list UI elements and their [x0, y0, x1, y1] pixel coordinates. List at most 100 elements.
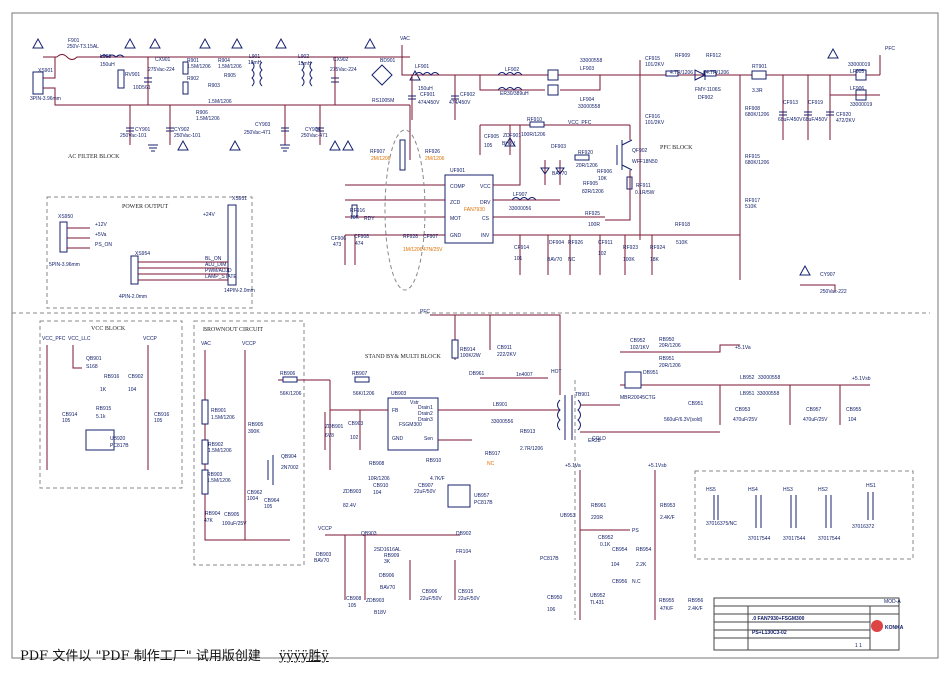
cb952b-value: 0.1K	[600, 542, 611, 548]
cb908-ref: CB908	[346, 596, 362, 602]
cf906-ref: CF906	[331, 236, 346, 242]
lf905-ref: LF905	[850, 69, 864, 75]
ub903-pin-gnd: GND	[392, 436, 404, 442]
rf920-value: 20R/1206	[576, 163, 598, 169]
rf926b-value: NC	[568, 257, 576, 263]
brownout-block-label: BROWNOUT CIRCUIT	[203, 327, 263, 333]
df903-ref: DF903	[551, 144, 566, 150]
net-51vsb-fb: +5.1Vsb	[648, 463, 667, 469]
rb916-value: 1K	[100, 387, 107, 393]
rf928-value: 1M/1206	[403, 247, 423, 253]
uf901-value: FAN7930	[464, 207, 485, 213]
pdf-watermark: PDF 文件以 "PDF 制作工厂" 试用版创建 ÿÿÿÿ胜ÿ	[20, 645, 329, 664]
lf903-value: 33000558	[580, 58, 602, 64]
rf925-ref: RF925	[585, 211, 600, 217]
lf901-ref: LF901	[415, 64, 429, 70]
cb906-value: 22uF/50V	[420, 596, 442, 602]
cb956-ref: CB956	[612, 579, 628, 585]
rb914-value: 100K/2W	[460, 353, 481, 359]
uf901-pin-comp: COMP	[450, 184, 466, 190]
ub952-ref: UB952	[590, 593, 606, 599]
zdb903-value: 82.4V	[343, 503, 357, 509]
cb962-value: 1004	[247, 496, 258, 502]
mosfet-qb904	[267, 455, 274, 485]
lf902-ref: LF902	[505, 67, 519, 73]
db906-value: BAV70	[380, 585, 395, 591]
rf926-value: 2M/1206	[425, 156, 445, 162]
hs4-value: 37017544	[748, 536, 770, 542]
cb916-ref: CB916	[154, 412, 170, 418]
rb951-value: 20R/1206	[659, 363, 681, 369]
rb917-value: NC	[487, 461, 495, 467]
title-pages: 1 1	[855, 643, 862, 649]
uf901-pin-gnd: GND	[450, 233, 462, 239]
uf901-pin-mot: MOT	[450, 216, 461, 222]
cb908-value: 105	[348, 603, 357, 609]
qb901-value: S168	[86, 364, 98, 370]
zdf901-ref: ZDF901	[503, 133, 521, 139]
brownout-section: BROWNOUT CIRCUIT VAC VCCP RB901 1.5M/120…	[193, 320, 330, 566]
qb904-ref: QB904	[281, 454, 297, 460]
rf916-ref: RF916	[350, 208, 365, 214]
ub903-pin-drain2: Drain2	[418, 411, 433, 417]
lb901-ref: LB901	[493, 402, 508, 408]
lf906-value: 33000019	[850, 102, 872, 108]
rb961-value: 220R	[591, 515, 603, 521]
transformer-tb901	[564, 395, 573, 440]
xs901-value: 3PIN-3.96mm	[30, 96, 61, 102]
net-51vsb: +5.1Vsb	[852, 376, 871, 382]
rb901-value: 1.5M/1206	[211, 415, 235, 421]
cf920-value: 472/2KV	[836, 118, 856, 124]
l902-value: 15mH	[298, 61, 312, 67]
rb951-ref: RB951	[659, 356, 675, 362]
cb957-ref: CB957	[806, 407, 822, 413]
watermark-link[interactable]: ÿÿÿÿ胜ÿ	[279, 649, 329, 664]
r906-value: 1.5M/1206	[196, 116, 220, 122]
cb957-value: 470uF/25V	[803, 417, 828, 423]
db903-ref: DB903	[316, 552, 332, 558]
rb956-ref: RB956	[688, 598, 704, 604]
l901-ref: L901	[249, 54, 260, 60]
cb903-value: 102	[350, 435, 359, 441]
l901-value: 18mH	[248, 60, 262, 66]
power-output-block-label: POWER OUTPUT	[122, 204, 169, 210]
ub903-pin-drain3: Drain3	[418, 417, 433, 423]
rf908-value: 680K/1206	[745, 112, 769, 118]
rv901-ref: RV901	[125, 72, 140, 78]
zdb901-ref: ZDB901	[325, 424, 344, 430]
cf901-ref: CF901	[420, 92, 435, 98]
rf911-value: 0.1R/5W	[635, 190, 655, 196]
cb910-value: 104	[373, 490, 382, 496]
net-rdy: RDY	[364, 216, 375, 222]
uf901-pin-vcc: VCC	[480, 184, 491, 190]
cf901-value: 474/450V	[418, 100, 440, 106]
cy903-ref: CY903	[255, 122, 271, 128]
r904-value: 1.5M/1206	[218, 64, 242, 70]
pin-bl-on: BL_ON	[205, 256, 222, 262]
cb950-ref: CB950	[547, 595, 563, 601]
cf916-value: 101/2KV	[645, 120, 665, 126]
cf905-value: 105	[484, 143, 493, 149]
rb904-value: 47K	[204, 518, 214, 524]
rt901-ref: RT901	[752, 64, 767, 70]
uf901-pin-cs: CS	[482, 216, 490, 222]
lb951-ref: LB951	[740, 391, 755, 397]
cb954-value: 104	[611, 562, 620, 568]
uf901-ref: UF901	[450, 168, 465, 174]
db961-ref: DB961	[469, 371, 485, 377]
df902-ref: DF902	[698, 95, 713, 101]
cf911-value: 102	[598, 251, 607, 257]
rf906-value: 10K	[598, 176, 608, 182]
hs2-ref: HS2	[818, 487, 828, 493]
mosfet-qf902	[616, 139, 633, 171]
net-51va: +5.1Va	[735, 345, 751, 351]
xs954-value: 4PIN-2.0mm	[119, 294, 147, 300]
f901-value: 250V-T3.15AL	[67, 44, 99, 50]
cb952-ref: CB952	[630, 338, 646, 344]
title-model1: .0 FAN7930+FSGM300	[752, 616, 805, 622]
secondary-section: CB952 102/1KV RB950 20R/1206 RB951 20R/1…	[540, 337, 871, 620]
r905-ref: R905	[224, 73, 236, 79]
cf915-value: 101/2KV	[645, 62, 665, 68]
bd901-value: RS1005M	[372, 98, 394, 104]
